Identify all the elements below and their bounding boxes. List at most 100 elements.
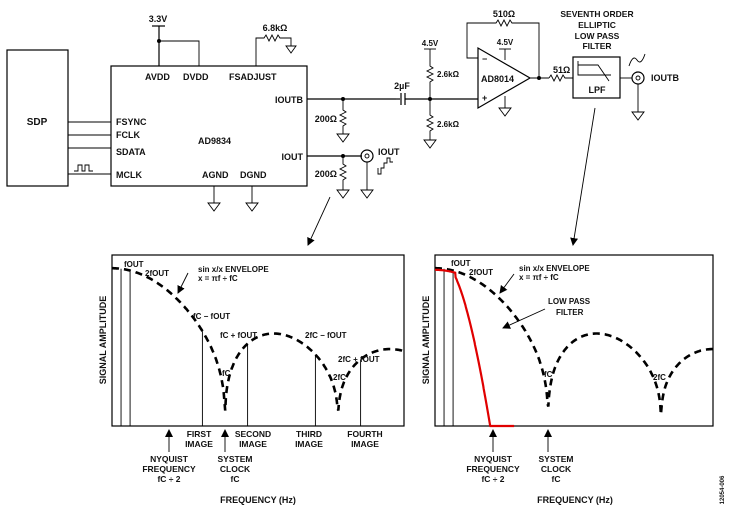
label-nyquist-2: FREQUENCY: [466, 464, 520, 474]
label-sysclk-1: SYSTEM: [218, 454, 253, 464]
label-fourth-image-2: IMAGE: [351, 439, 379, 449]
circuit: SDP AD9834 AVDD DVDD FSADJUST FSYNC FCLK…: [6, 9, 679, 246]
pin-iout: IOUT: [282, 152, 304, 162]
opamp-plus: +: [482, 93, 487, 103]
supply-3v3-label: 3.3V: [149, 14, 168, 24]
x-axis-label: FREQUENCY (Hz): [537, 495, 613, 505]
pin-agnd: AGND: [202, 170, 229, 180]
r-load-ioutb: [338, 99, 348, 134]
label-sysclk-1: SYSTEM: [539, 454, 574, 464]
r-load-iout-label: 200Ω: [315, 169, 337, 179]
pin-ioutb: IOUTB: [275, 95, 303, 105]
r-fsadjust-label: 6.8kΩ: [263, 23, 288, 33]
iout-connector-label: IOUT: [378, 147, 400, 157]
r-bias-bottom: [425, 99, 435, 140]
sdp-block: [6, 49, 69, 187]
label-2fc: 2fC: [653, 373, 666, 382]
label-envelope-2: x = πf ÷ fC: [519, 273, 559, 282]
bias-supply-label: 4.5V: [422, 39, 439, 48]
label-nyquist-2: FREQUENCY: [142, 464, 196, 474]
label-lpf-2: FILTER: [556, 308, 584, 317]
pin-fsync: FSYNC: [116, 117, 147, 127]
ground-icon: [423, 139, 437, 149]
sine-waveform-icon: [628, 53, 646, 67]
label-2fc-plus-fout: 2fC + fOUT: [338, 355, 380, 364]
pin-sdata: SDATA: [116, 147, 146, 157]
r-load-ioutb-label: 200Ω: [315, 114, 337, 124]
sinc-envelope: [435, 266, 713, 415]
filter-title-3: LOW PASS: [575, 31, 620, 41]
r-load-iout: [338, 156, 348, 190]
ad9834-label: AD9834: [198, 136, 231, 146]
label-sysclk-3: fC: [552, 474, 561, 484]
ground-icon: [245, 202, 259, 212]
sinc-envelope: [112, 266, 405, 411]
r-bias-bottom-label: 2.6kΩ: [437, 120, 460, 129]
ground-icon: [360, 189, 374, 199]
r-series: [548, 73, 573, 83]
label-2fc: 2fC: [333, 373, 346, 382]
ground-icon: [336, 189, 350, 199]
pin-dvdd: DVDD: [183, 72, 209, 82]
ground-icon: [207, 202, 221, 212]
ioutb-connector-icon: [631, 71, 645, 85]
label-second-image-1: SECOND: [235, 429, 271, 439]
pin-avdd: AVDD: [145, 72, 170, 82]
callout-arrow-ioutb: [570, 107, 596, 246]
iout-connector-icon: [360, 149, 374, 163]
lpf-arrow: [502, 308, 546, 329]
ground-icon: [336, 133, 350, 143]
ground-icon: [285, 45, 297, 54]
label-nyquist-3: fC ÷ 2: [157, 474, 180, 484]
low-pass-filter-curve: [435, 268, 515, 428]
clock-waveform-icon: [74, 164, 93, 172]
figure-id: 12054-006: [720, 475, 726, 504]
label-lpf-1: LOW PASS: [548, 297, 591, 306]
opamp-ad8014: [477, 46, 532, 110]
label-nyquist-1: NYQUIST: [474, 454, 513, 464]
label-nyquist-1: NYQUIST: [150, 454, 189, 464]
pin-mclk: MCLK: [116, 170, 142, 180]
label-sysclk-2: CLOCK: [220, 464, 251, 474]
label-2fout: 2fOUT: [469, 268, 493, 277]
r-bias-top: [425, 49, 435, 99]
label-first-image-2: IMAGE: [185, 439, 213, 449]
label-sysclk-2: CLOCK: [541, 464, 572, 474]
r-series-label: 51Ω: [553, 65, 570, 75]
opamp-minus: −: [482, 54, 487, 64]
ad9834-block: [110, 65, 308, 187]
label-sysclk-3: fC: [231, 474, 240, 484]
r-bias-top-label: 2.6kΩ: [437, 70, 460, 79]
label-fc: fC: [544, 370, 553, 379]
opamp-supply-label: 4.5V: [497, 38, 514, 47]
dvdd-wire: [159, 40, 200, 66]
label-fourth-image-1: FOURTH: [347, 429, 382, 439]
label-2fc-minus-fout: 2fC − fOUT: [305, 331, 347, 340]
label-nyquist-3: fC ÷ 2: [481, 474, 504, 484]
x-axis-label: FREQUENCY (Hz): [220, 495, 296, 505]
spectrum-chart-filtered: SIGNAL AMPLITUDE FREQUENCY (Hz) fOUT 2fO…: [421, 254, 714, 505]
envelope-arrow: [177, 272, 189, 294]
label-fout: fOUT: [124, 260, 144, 269]
ground-icon: [631, 111, 645, 121]
callout-arrow-iout: [307, 196, 331, 246]
sdp-label: SDP: [27, 117, 48, 128]
spectrum-chart-unfiltered: SIGNAL AMPLITUDE FREQUENCY (Hz) fOUT 2fO…: [98, 254, 405, 505]
chart-frame: [434, 254, 714, 427]
r-feedback-label: 510Ω: [493, 9, 515, 19]
y-axis-label: SIGNAL AMPLITUDE: [421, 296, 431, 385]
pin-fsadjust: FSADJUST: [229, 72, 277, 82]
lpf-block-label: LPF: [589, 85, 607, 95]
filter-title-4: FILTER: [582, 41, 611, 51]
ioutb-connector-label: IOUTB: [651, 73, 679, 83]
label-second-image-2: IMAGE: [239, 439, 267, 449]
label-third-image-1: THIRD: [296, 429, 322, 439]
coupling-cap-label: 2µF: [394, 81, 410, 91]
r-fsadjust: [255, 33, 292, 66]
label-envelope-1: sin x/x ENVELOPE: [519, 264, 590, 273]
label-envelope-1: sin x/x ENVELOPE: [198, 265, 269, 274]
filter-title-2: ELLIPTIC: [578, 20, 616, 30]
staircase-waveform-icon: [377, 157, 393, 175]
envelope-arrow: [499, 273, 515, 294]
